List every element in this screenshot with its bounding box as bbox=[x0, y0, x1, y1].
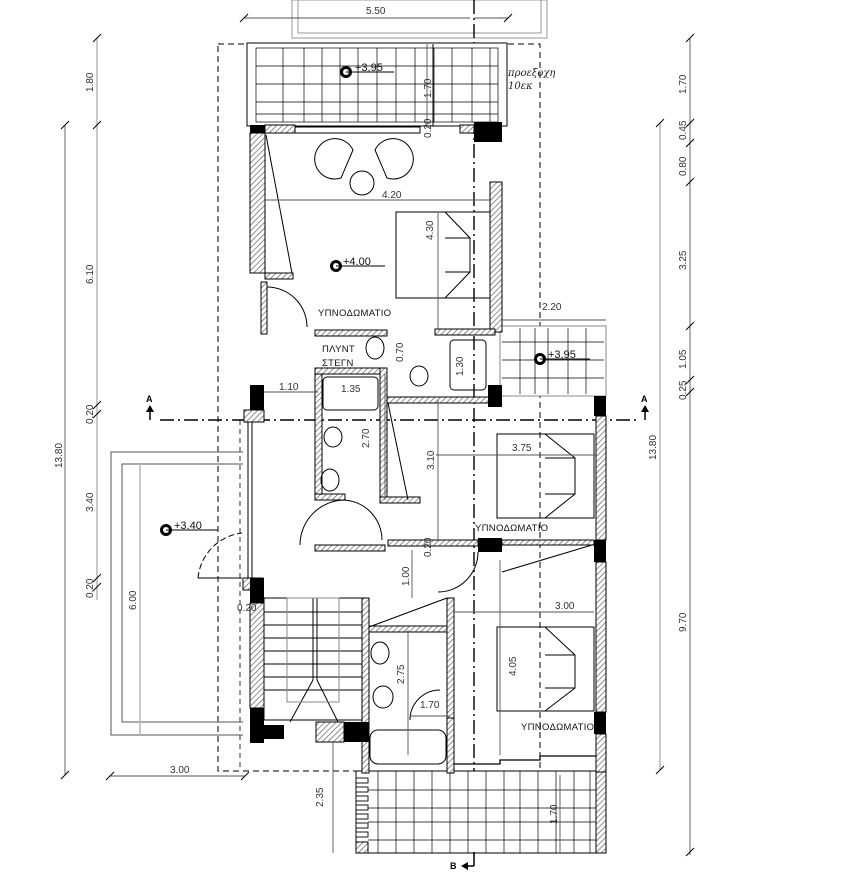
svg-text:1.05: 1.05 bbox=[678, 349, 689, 369]
upper-roof-outline bbox=[291, 0, 548, 39]
overhang-note-line2: 10εκ bbox=[508, 81, 533, 92]
level-marker-icon bbox=[340, 66, 394, 78]
room-label-laundry-line2: ΣΤΕΓΝ bbox=[322, 358, 354, 369]
section-markers: A A B bbox=[146, 394, 649, 871]
level-marker-icon bbox=[160, 524, 218, 536]
bottom-balcony bbox=[355, 770, 607, 854]
svg-text:2.20: 2.20 bbox=[542, 302, 562, 313]
left-terrace bbox=[110, 451, 243, 736]
walls bbox=[242, 122, 607, 774]
svg-text:1.70: 1.70 bbox=[420, 700, 440, 711]
svg-text:0.20: 0.20 bbox=[237, 603, 257, 614]
svg-text:3.00: 3.00 bbox=[170, 765, 190, 776]
svg-text:6.00: 6.00 bbox=[128, 590, 139, 610]
level-label: +3,95 bbox=[355, 62, 383, 74]
room-label-bedroom-1: ΥΠΝΟΔΩΜΑΤΙΟ bbox=[318, 308, 391, 319]
overhang-outline bbox=[217, 43, 541, 772]
svg-text:3.10: 3.10 bbox=[426, 450, 437, 470]
side-balcony bbox=[499, 325, 607, 397]
svg-text:1.30: 1.30 bbox=[455, 356, 466, 376]
svg-text:A: A bbox=[146, 394, 153, 404]
svg-text:2.75: 2.75 bbox=[396, 664, 407, 684]
svg-text:0.20: 0.20 bbox=[85, 578, 96, 598]
svg-text:1.00: 1.00 bbox=[401, 566, 412, 586]
svg-text:3.75: 3.75 bbox=[512, 443, 532, 454]
level-label: +4.00 bbox=[343, 256, 371, 268]
svg-text:5.50: 5.50 bbox=[366, 6, 386, 17]
svg-text:3.25: 3.25 bbox=[678, 250, 689, 270]
svg-text:0.70: 0.70 bbox=[395, 342, 406, 362]
svg-text:1.10: 1.10 bbox=[279, 382, 299, 393]
svg-text:13.80: 13.80 bbox=[54, 443, 65, 468]
section-lines bbox=[160, 0, 640, 858]
svg-text:2.35: 2.35 bbox=[315, 787, 326, 807]
staircase bbox=[263, 597, 363, 723]
svg-text:1.70: 1.70 bbox=[423, 78, 434, 98]
level-marker-icon bbox=[330, 260, 385, 272]
svg-text:1.35: 1.35 bbox=[341, 384, 361, 395]
svg-text:3.00: 3.00 bbox=[555, 601, 575, 612]
svg-text:0.20: 0.20 bbox=[85, 404, 96, 424]
section-arrow-a-right-icon: A bbox=[641, 394, 649, 420]
room-label-bedroom-2: ΥΠΝΟΔΩΜΑΤΙΟ bbox=[475, 523, 548, 534]
svg-text:4.20: 4.20 bbox=[382, 190, 402, 201]
bedroom-2-3-furniture bbox=[197, 433, 595, 712]
overhang-note-line1: προεξοχη bbox=[507, 68, 555, 79]
svg-text:4.05: 4.05 bbox=[508, 656, 519, 676]
svg-text:0.25: 0.25 bbox=[678, 380, 689, 400]
dimension-lines bbox=[60, 13, 695, 857]
svg-text:3.40: 3.40 bbox=[85, 492, 96, 512]
top-balcony bbox=[246, 42, 508, 127]
room-label-laundry-line1: ΠΛΥΝΤ bbox=[322, 344, 355, 355]
level-label: +3.40 bbox=[174, 520, 202, 532]
level-markers bbox=[160, 66, 590, 536]
section-arrow-a-left-icon: A bbox=[146, 394, 154, 420]
level-label: +3,95 bbox=[548, 349, 576, 361]
section-arrow-b-icon: B bbox=[450, 852, 475, 871]
svg-text:B: B bbox=[450, 861, 457, 871]
svg-text:2.70: 2.70 bbox=[361, 428, 372, 448]
dimension-labels: 5.50 13.80 1.80 6.10 0.20 3.40 0.20 1.70… bbox=[54, 6, 689, 824]
svg-text:0.20: 0.20 bbox=[423, 118, 434, 138]
svg-text:4.30: 4.30 bbox=[425, 220, 436, 240]
svg-text:1.70: 1.70 bbox=[549, 804, 560, 824]
svg-text:0.80: 0.80 bbox=[678, 156, 689, 176]
svg-text:6.10: 6.10 bbox=[85, 264, 96, 284]
bedroom-1-furniture bbox=[265, 134, 491, 328]
svg-text:0.20: 0.20 bbox=[423, 537, 434, 557]
svg-text:13.80: 13.80 bbox=[648, 435, 659, 460]
svg-text:1.70: 1.70 bbox=[678, 74, 689, 94]
svg-text:1.80: 1.80 bbox=[85, 72, 96, 92]
level-marker-icon bbox=[534, 353, 590, 365]
svg-text:9.70: 9.70 bbox=[678, 612, 689, 632]
room-label-bedroom-3: ΥΠΝΟΔΩΜΑΤΙΟ bbox=[521, 722, 594, 733]
svg-text:A: A bbox=[641, 394, 648, 404]
svg-text:0.45: 0.45 bbox=[678, 120, 689, 140]
